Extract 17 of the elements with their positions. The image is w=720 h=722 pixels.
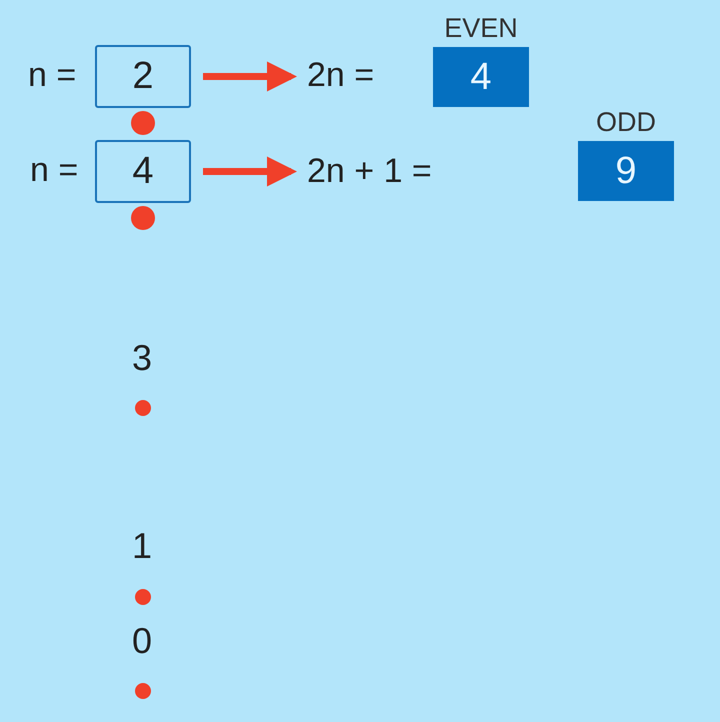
number-label: 0: [132, 623, 152, 659]
parity-heading: EVEN: [443, 13, 519, 44]
number-box: [95, 140, 191, 203]
number-label: 3: [132, 340, 152, 376]
result-number: 4: [470, 56, 492, 98]
arrow: [203, 62, 297, 92]
parity-heading: ODD: [595, 107, 657, 138]
number: 2: [132, 55, 154, 98]
equation-text: 2n =: [307, 58, 374, 92]
number: 4: [132, 150, 154, 193]
equation-text: 2n + 1 =: [307, 154, 432, 188]
equation-text: n =: [28, 58, 76, 92]
equation-text: n =: [30, 153, 78, 187]
result-number: 9: [615, 150, 637, 192]
arrow: [203, 156, 297, 186]
number-box: [95, 45, 191, 108]
number-label: 1: [132, 528, 152, 564]
